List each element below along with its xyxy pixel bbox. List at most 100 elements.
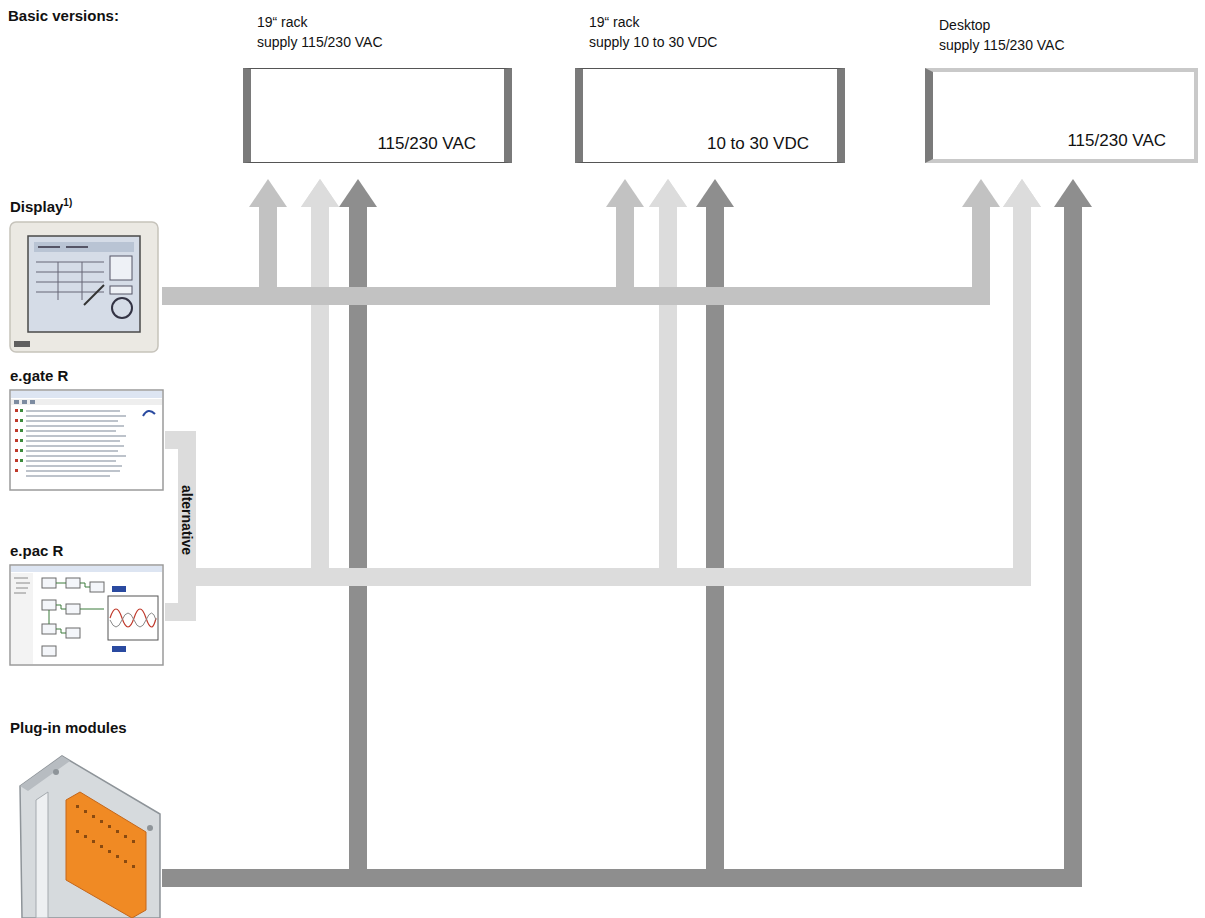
connector-arrow: [162, 179, 644, 296]
plugin-module-picture-part-part: [92, 840, 95, 843]
plugin-module-picture-part-part: [76, 830, 79, 833]
egate-screenshot-part-part: [20, 429, 23, 432]
plugin-module-picture-part: [76, 805, 135, 868]
epac-screenshot-part-part: [80, 583, 90, 587]
egate-item: e.gate R: [10, 366, 165, 492]
item-title: Display: [10, 198, 63, 215]
plugin-module-picture-part-part: [100, 845, 103, 848]
display-picture: [10, 222, 158, 352]
connector-band: [165, 205, 1022, 577]
epac-screenshot-part-part: [80, 609, 104, 610]
connector-band: [165, 205, 668, 612]
footnote-mark: 1): [63, 197, 72, 208]
connector-band: [162, 205, 358, 878]
egate-screenshot-part-part: [26, 410, 120, 411]
epac-screenshot-part-part: [42, 624, 56, 634]
epac-screenshot: [10, 565, 163, 665]
egate-screenshot-part-part: [26, 445, 124, 446]
egate-screenshot-part-part: [20, 449, 23, 452]
rack-ac-box: 19“ racksupply 115/230 VAC115/230 VAC: [243, 68, 512, 163]
egate-screenshot-part-part: [15, 429, 18, 432]
item-heading: Plug-in modules: [10, 718, 162, 738]
desktop-box: Desktopsupply 115/230 VAC115/230 VAC: [925, 68, 1198, 163]
plugin-module-picture-part-part: [132, 840, 135, 843]
supply-rating: 115/230 VAC: [1067, 131, 1166, 151]
epac-screenshot-part-part: [66, 604, 80, 614]
epac-screenshot-part-part: [42, 646, 56, 656]
plugin-module-picture-part: [53, 769, 59, 775]
display-picture-part: [58, 262, 59, 300]
egate-screenshot-part: [11, 399, 162, 405]
display-picture-part: [84, 285, 104, 305]
connector-band: [162, 205, 715, 878]
connector-band: [162, 205, 981, 296]
section-heading: Basic versions:: [8, 6, 119, 26]
rack-dc-box: 19“ racksupply 10 to 30 VDC10 to 30 VDC: [575, 68, 845, 163]
display-picture-part: [66, 246, 88, 248]
display-picture-part: [110, 286, 132, 294]
alternative-label: alternative: [179, 482, 195, 558]
item-title: e.gate R: [10, 367, 68, 384]
display-picture-part: [34, 242, 134, 252]
plugin-module-picture-part-part: [100, 820, 103, 823]
connector-band: [165, 205, 320, 577]
display-picture-part: [110, 256, 132, 280]
egate-screenshot-part-part: [20, 439, 23, 442]
epac-screenshot-part: [49, 583, 104, 633]
epac-screenshot-part-part: [56, 583, 66, 584]
epac-screenshot-part: [110, 613, 156, 627]
version-heading: supply 115/230 VAC: [939, 36, 1065, 54]
egate-screenshot-part-part: [26, 460, 116, 461]
epac-screenshot-part: [14, 578, 30, 593]
epac-screenshot-part-part: [14, 593, 26, 594]
plugin-module-picture-part: [36, 792, 48, 918]
egate-screenshot-part-part: [20, 409, 23, 412]
arrow-head: [301, 179, 339, 207]
plugin-module-picture-part-part: [84, 835, 87, 838]
epac-screenshot-part-part: [66, 578, 80, 588]
epac-screenshot-part: [112, 586, 126, 592]
connector-arrow: [165, 179, 1041, 612]
egate-screenshot-part-part: [26, 470, 120, 471]
plugin-module-picture-part-part: [124, 860, 127, 863]
egate-screenshot-part: [143, 411, 155, 416]
egate-screenshot-part-part: [26, 475, 110, 476]
epac-screenshot-part: [11, 573, 33, 664]
item-heading: e.pac R: [10, 541, 165, 561]
arrow-head: [962, 179, 1000, 207]
plugin-module-picture-part: [20, 756, 70, 791]
egate-screenshot-part: [10, 390, 163, 490]
egate-screenshot-part-part: [26, 455, 126, 456]
epac-screenshot-part: [112, 646, 126, 652]
connector-arrow: [162, 179, 1000, 296]
display-picture-part: [36, 292, 104, 293]
item-heading: Display1): [10, 193, 162, 217]
epac-screenshot-part-part: [42, 600, 56, 610]
egate-screenshot-part: [140, 407, 160, 417]
egate-screenshot-part-part: [26, 435, 126, 436]
display-picture-part: [38, 246, 60, 248]
egate-screenshot-part-part: [26, 465, 122, 466]
connector-arrow: [162, 179, 734, 878]
item-heading: e.gate R: [10, 366, 165, 386]
egate-screenshot-part-part: [15, 449, 18, 452]
connector-arrow: [162, 179, 1092, 878]
display-picture-part: [14, 341, 30, 347]
epac-screenshot-part: [10, 565, 163, 665]
connector-arrow: [165, 179, 687, 612]
egate-screenshot-part-part: [15, 469, 18, 472]
egate-screenshot-part: [30, 400, 35, 404]
connector-arrow: [162, 179, 287, 296]
version-heading: 19“ rack: [257, 13, 308, 31]
egate-screenshot-part: [22, 400, 27, 404]
epac-screenshot-part-part: [49, 610, 50, 624]
plugin-module-picture-part: [147, 825, 153, 831]
plugin-module-picture-part-part: [116, 830, 119, 833]
egate-screenshot-part-part: [15, 439, 18, 442]
epac-screenshot-part-part: [56, 605, 66, 609]
egate-screenshot-part-part: [26, 440, 120, 441]
display-connectors: [162, 179, 1000, 296]
plugin-module-picture-part-part: [132, 865, 135, 868]
arrow-head: [1003, 179, 1041, 207]
